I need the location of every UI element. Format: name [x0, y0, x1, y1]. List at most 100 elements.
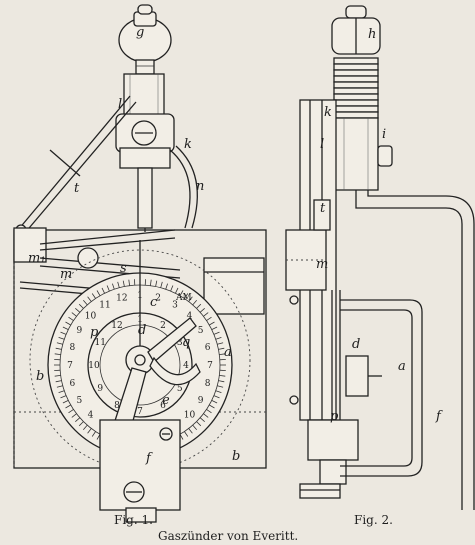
dial-outer-number: 2: [155, 293, 161, 303]
dial-tick: [196, 303, 202, 309]
coil-turn: [333, 111, 379, 119]
dial-outer-number: 7: [207, 361, 213, 371]
dial-tick: [65, 321, 71, 326]
fig1-labels: g l k n t m₁ m s c p d q e b a f b: [28, 25, 240, 466]
fig1-label-q: q: [182, 335, 190, 350]
dial-tick: [65, 404, 71, 409]
dial-tick: [196, 421, 202, 427]
dial-tick: [62, 326, 69, 330]
fig1-lever-t: [15, 95, 137, 236]
fig2-label-t: t: [320, 201, 326, 216]
dial-inner-number: 5: [177, 384, 183, 394]
dial-tick: [54, 375, 61, 377]
fig1-label-b-left: b: [36, 369, 44, 384]
dial-tick: [71, 312, 77, 317]
fig1-drawing: 123456789101112123456789101112 123456789…: [13, 4, 267, 523]
dial-tick: [184, 293, 189, 299]
fig2-labels: h i k l t m d p a f: [316, 27, 443, 424]
fig1-label-p: p: [90, 325, 99, 340]
dial-outer-number: 3: [172, 300, 178, 310]
dial-tick: [96, 290, 101, 296]
fig1-label-c: c: [150, 295, 158, 310]
dial-tick: [58, 390, 65, 393]
dial-tick: [209, 404, 215, 409]
dial-tick: [58, 337, 65, 340]
fig1-label-m1: m₁: [28, 251, 46, 266]
fig1-valve-body: [115, 113, 175, 232]
dial-outer-number: 10: [184, 411, 196, 421]
dial-tick: [82, 424, 88, 430]
fig2-label-k: k: [324, 105, 332, 120]
fig2-label-a: a: [398, 359, 406, 374]
dial-tick: [218, 347, 225, 350]
dial-tick: [150, 279, 152, 286]
dial-tick: [60, 331, 67, 335]
fig2-label-m: m: [316, 257, 328, 272]
dial-tick: [219, 375, 226, 377]
dial-tick: [60, 395, 67, 399]
fig2-gas-pipe: [355, 190, 463, 510]
dial-tick: [128, 279, 130, 286]
fig2-bottom-clamp: [307, 419, 359, 461]
dial-outer-number: 4: [88, 411, 94, 421]
dial-tick: [68, 316, 74, 321]
dial-tick: [54, 353, 61, 355]
fig1-label-b-bottom: b: [232, 449, 240, 464]
fig1-label-s: s: [120, 261, 127, 276]
dial-tick: [188, 296, 193, 302]
dial-outer-number: 9: [77, 326, 83, 336]
dial-am-mark: AM: [175, 293, 192, 303]
coil-turn: [333, 63, 379, 71]
dial-inner-number: 4: [183, 361, 189, 371]
dial-tick: [206, 316, 212, 321]
fig1-label-d: d: [138, 323, 146, 338]
dial-outer-number: 8: [205, 379, 211, 389]
dial-tick: [68, 409, 74, 414]
dial-outer-number: 5: [77, 396, 83, 406]
fig1-caption: Fig. 1.: [114, 513, 153, 527]
dial-tick: [215, 337, 222, 340]
dial-tick: [155, 280, 158, 287]
dial-tick: [112, 283, 115, 290]
fig2-label-l: l: [320, 137, 324, 152]
coil-turn: [333, 93, 379, 101]
dial-outer-number: 4: [187, 312, 193, 322]
dial-tick: [62, 400, 69, 404]
fig1-label-a: a: [224, 345, 232, 360]
dial-tick: [184, 431, 189, 437]
dial-tick: [56, 385, 63, 388]
dial-outer-number: 11: [99, 300, 110, 310]
dial-tick: [203, 312, 209, 317]
dial-tick: [213, 331, 220, 335]
dial-tick: [91, 431, 96, 437]
dial-tick: [87, 296, 92, 302]
fig2-caption: Fig. 2.: [354, 513, 393, 527]
dial-inner-number: 7: [137, 407, 143, 417]
dial-tick: [215, 390, 222, 393]
fig2-label-f: f: [435, 409, 443, 424]
dial-inner-number: 2: [160, 321, 166, 331]
coil-turn: [333, 87, 379, 95]
dial-inner-number: 8: [114, 401, 120, 411]
dial-tick: [199, 307, 205, 313]
coil-turn: [333, 99, 379, 107]
dial-tick: [192, 424, 198, 430]
fig1-label-e: e: [162, 393, 170, 408]
dial-tick: [206, 409, 212, 414]
dial-tick: [209, 321, 215, 326]
dial-outer-number: 9: [198, 396, 204, 406]
dial-tick: [101, 287, 105, 294]
coil-turn: [333, 81, 379, 89]
dial-tick: [55, 380, 62, 383]
dial-tick: [217, 385, 224, 388]
dial-inner-number: 6: [160, 401, 166, 411]
dial-tick: [179, 290, 184, 296]
fig2-label-i: i: [382, 127, 386, 142]
dial-outer-number: 7: [67, 361, 73, 371]
dial-inner-number: 10: [88, 361, 100, 371]
coil-turn: [333, 75, 379, 83]
fig2-drawing: [285, 5, 475, 510]
dial-tick: [55, 347, 62, 350]
dial-tick: [160, 281, 163, 288]
